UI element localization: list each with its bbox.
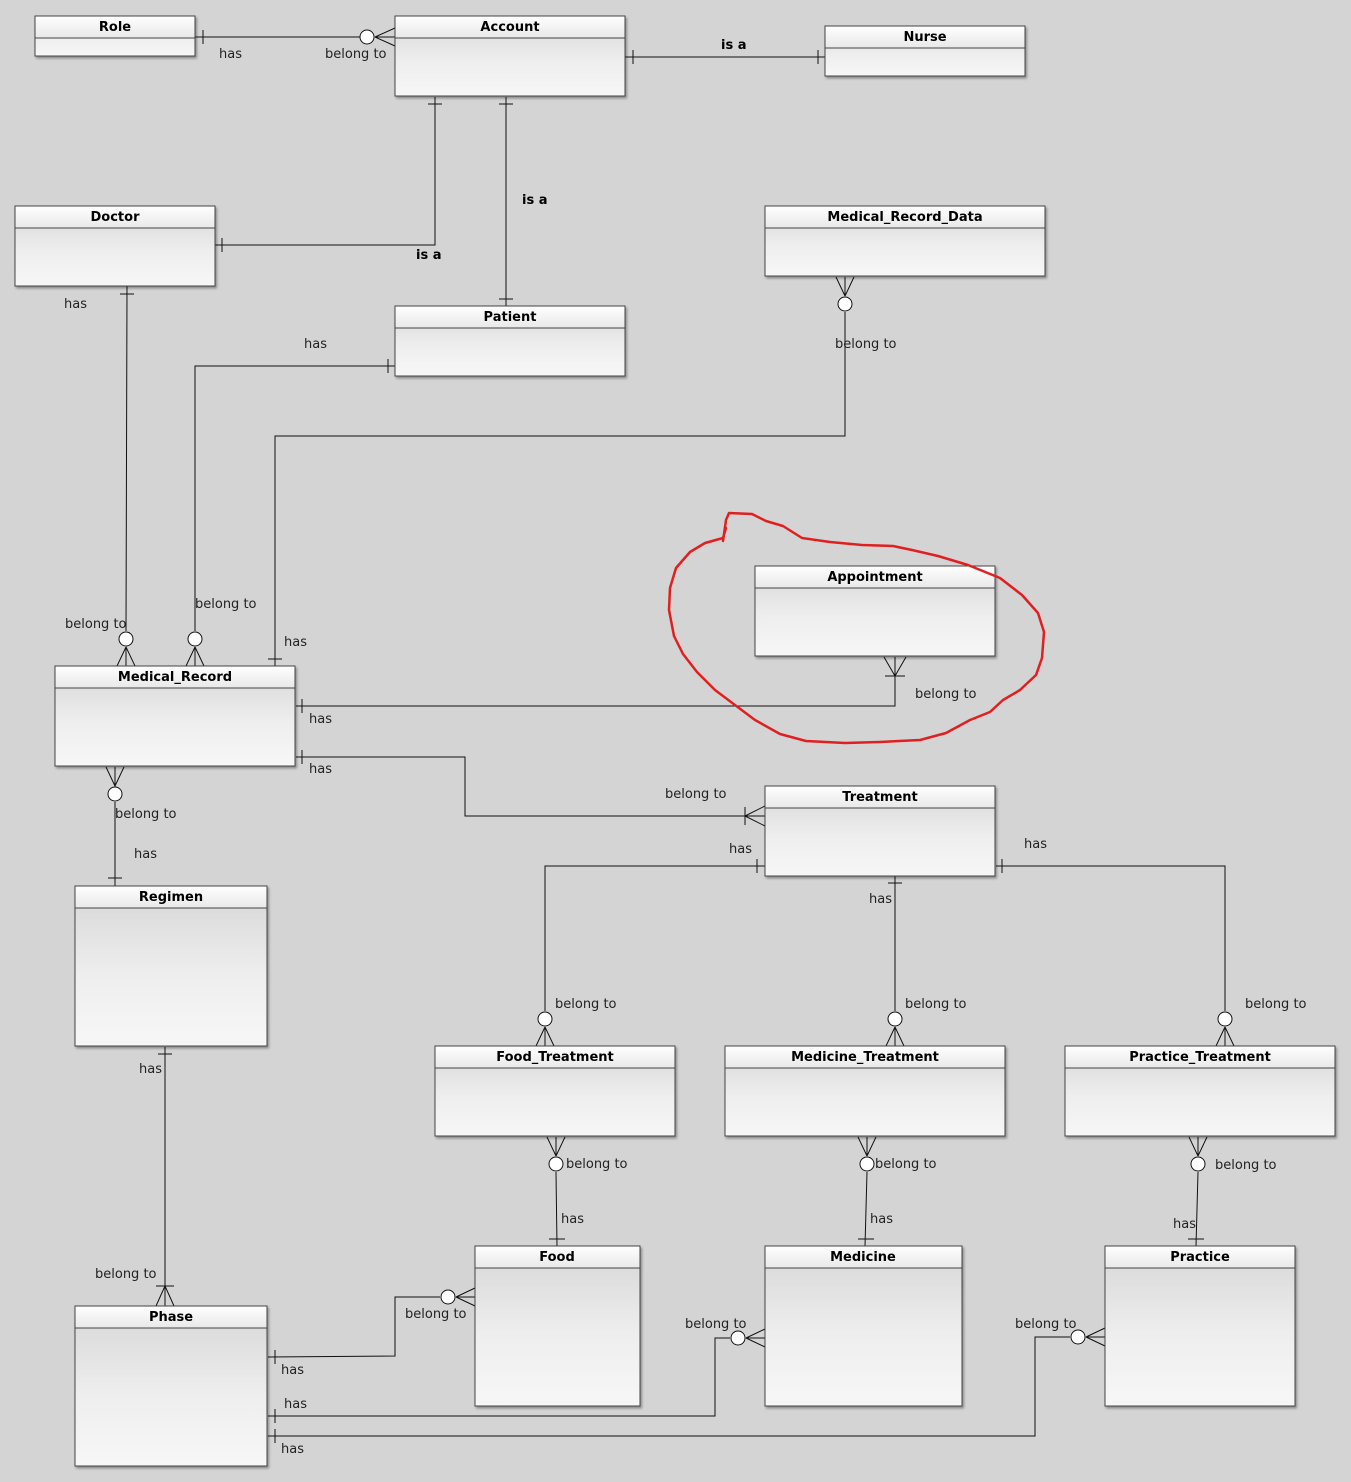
cardinality-markers [105, 27, 1235, 1443]
label-doctor-is-a: is a [416, 248, 442, 263]
entity-regimen[interactable]: Regimen [74, 885, 268, 1047]
entities: Role Account Nurse Doctor Medical_Record… [14, 15, 1336, 1467]
label-phase-belong-to: belong to [95, 1267, 157, 1282]
label-mr-belong-to-doctor: belong to [65, 617, 127, 632]
entity-title-phase: Phase [149, 1310, 193, 1325]
entity-account[interactable]: Account [394, 15, 626, 97]
label-patient-has: has [304, 337, 327, 352]
entity-medical-record-data[interactable]: Medical_Record_Data [764, 205, 1046, 277]
label-regimen-has-phase: has [139, 1062, 162, 1077]
label-medicine-belong-to-phase: belong to [685, 1317, 747, 1332]
entity-title-patient: Patient [484, 310, 537, 325]
entity-phase[interactable]: Phase [74, 1305, 268, 1467]
line-medrecord-appointment [296, 657, 896, 707]
entity-title-medical-record-data: Medical_Record_Data [827, 210, 982, 225]
label-mr-belong-to-patient: belong to [195, 597, 257, 612]
line-phase-practice [268, 1336, 1070, 1437]
label-doctor-has: has [64, 297, 87, 312]
entity-medicine-treatment[interactable]: Medicine_Treatment [724, 1045, 1006, 1137]
line-practreat-practice [1195, 1171, 1199, 1247]
line-phase-food [267, 1296, 440, 1358]
connector-lines [114, 36, 1226, 1437]
label-treatment-has-practice: has [1024, 837, 1047, 852]
entity-medicine[interactable]: Medicine [764, 1245, 963, 1407]
line-medtreat-medicine [864, 1171, 868, 1247]
label-medtreat-belong-to-medicine: belong to [875, 1157, 937, 1172]
line-treatment-practreat [996, 865, 1226, 1011]
entity-title-medicine: Medicine [830, 1250, 896, 1265]
label-food-has: has [561, 1212, 584, 1227]
label-foodtreat-belong-to: belong to [555, 997, 617, 1012]
label-medtreat-belong-to: belong to [905, 997, 967, 1012]
label-mr-has-treatment: has [309, 762, 332, 777]
line-doctor-medrecord [125, 285, 128, 632]
entity-food[interactable]: Food [474, 1245, 641, 1407]
label-treatment-belong-to: belong to [665, 787, 727, 802]
line-treatment-foodtreat [544, 865, 765, 1011]
label-phase-has-food: has [281, 1363, 304, 1378]
line-account-doctor [215, 97, 436, 246]
label-mrd-belong-to: belong to [835, 337, 897, 352]
entity-practice[interactable]: Practice [1104, 1245, 1296, 1407]
line-medrecord-treatment [296, 756, 765, 817]
label-appointment-belong-to: belong to [915, 687, 977, 702]
label-mr-has-data: has [284, 635, 307, 650]
entity-title-practice-treatment: Practice_Treatment [1129, 1050, 1271, 1065]
entity-title-food-treatment: Food_Treatment [496, 1050, 614, 1065]
entity-nurse[interactable]: Nurse [824, 25, 1026, 77]
label-practreat-belong-to-practice: belong to [1215, 1158, 1277, 1173]
line-phase-medicine [268, 1337, 730, 1417]
label-food-belong-to-phase: belong to [405, 1307, 467, 1322]
line-mrd-medrecord [274, 312, 846, 666]
label-account-belong-to: belong to [325, 47, 387, 62]
entity-title-nurse: Nurse [903, 30, 946, 45]
entity-title-food: Food [539, 1250, 575, 1265]
zero-circles [107, 29, 1233, 1346]
entity-practice-treatment[interactable]: Practice_Treatment [1064, 1045, 1336, 1137]
entity-appointment[interactable]: Appointment [754, 565, 996, 657]
entity-treatment[interactable]: Treatment [764, 785, 996, 877]
entity-role[interactable]: Role [34, 15, 196, 57]
label-patient-is-a: is a [522, 193, 548, 208]
entity-title-medicine-treatment: Medicine_Treatment [791, 1050, 939, 1065]
label-practice-belong-to-phase: belong to [1015, 1317, 1077, 1332]
label-treatment-has-medicine: has [869, 892, 892, 907]
label-medicine-has: has [870, 1212, 893, 1227]
entity-title-treatment: Treatment [842, 790, 918, 805]
one-ticks [108, 30, 1204, 1443]
entity-patient[interactable]: Patient [394, 305, 626, 377]
label-treatment-has-food: has [729, 842, 752, 857]
entity-doctor[interactable]: Doctor [14, 205, 216, 287]
entity-title-appointment: Appointment [827, 570, 922, 585]
line-patient-medrecord [194, 365, 395, 631]
label-nurse-is-a: is a [721, 38, 747, 53]
line-foodtreat-food [555, 1171, 558, 1247]
label-mr-has-appointment: has [309, 712, 332, 727]
label-practreat-belong-to: belong to [1245, 997, 1307, 1012]
entity-title-account: Account [480, 20, 539, 35]
entity-title-regimen: Regimen [139, 890, 203, 905]
label-regimen-has: has [134, 847, 157, 862]
entity-title-role: Role [99, 20, 131, 35]
red-circle-annotation [667, 511, 1046, 745]
label-phase-has-medicine: has [284, 1397, 307, 1412]
entity-food-treatment[interactable]: Food_Treatment [434, 1045, 676, 1137]
label-role-has: has [219, 47, 242, 62]
entity-medical-record[interactable]: Medical_Record [54, 665, 296, 767]
label-practice-has: has [1173, 1217, 1196, 1232]
label-regimen-belong-to: belong to [115, 807, 177, 822]
entity-title-practice: Practice [1170, 1250, 1230, 1265]
entity-title-medical-record: Medical_Record [118, 670, 232, 685]
label-foodtreat-belong-to-food: belong to [566, 1157, 628, 1172]
entity-title-doctor: Doctor [91, 210, 141, 225]
crow-feet [105, 27, 1235, 1348]
relationship-labels: has belong to is a is a is a has has bel… [64, 38, 1307, 1457]
label-phase-has-practice: has [281, 1442, 304, 1457]
